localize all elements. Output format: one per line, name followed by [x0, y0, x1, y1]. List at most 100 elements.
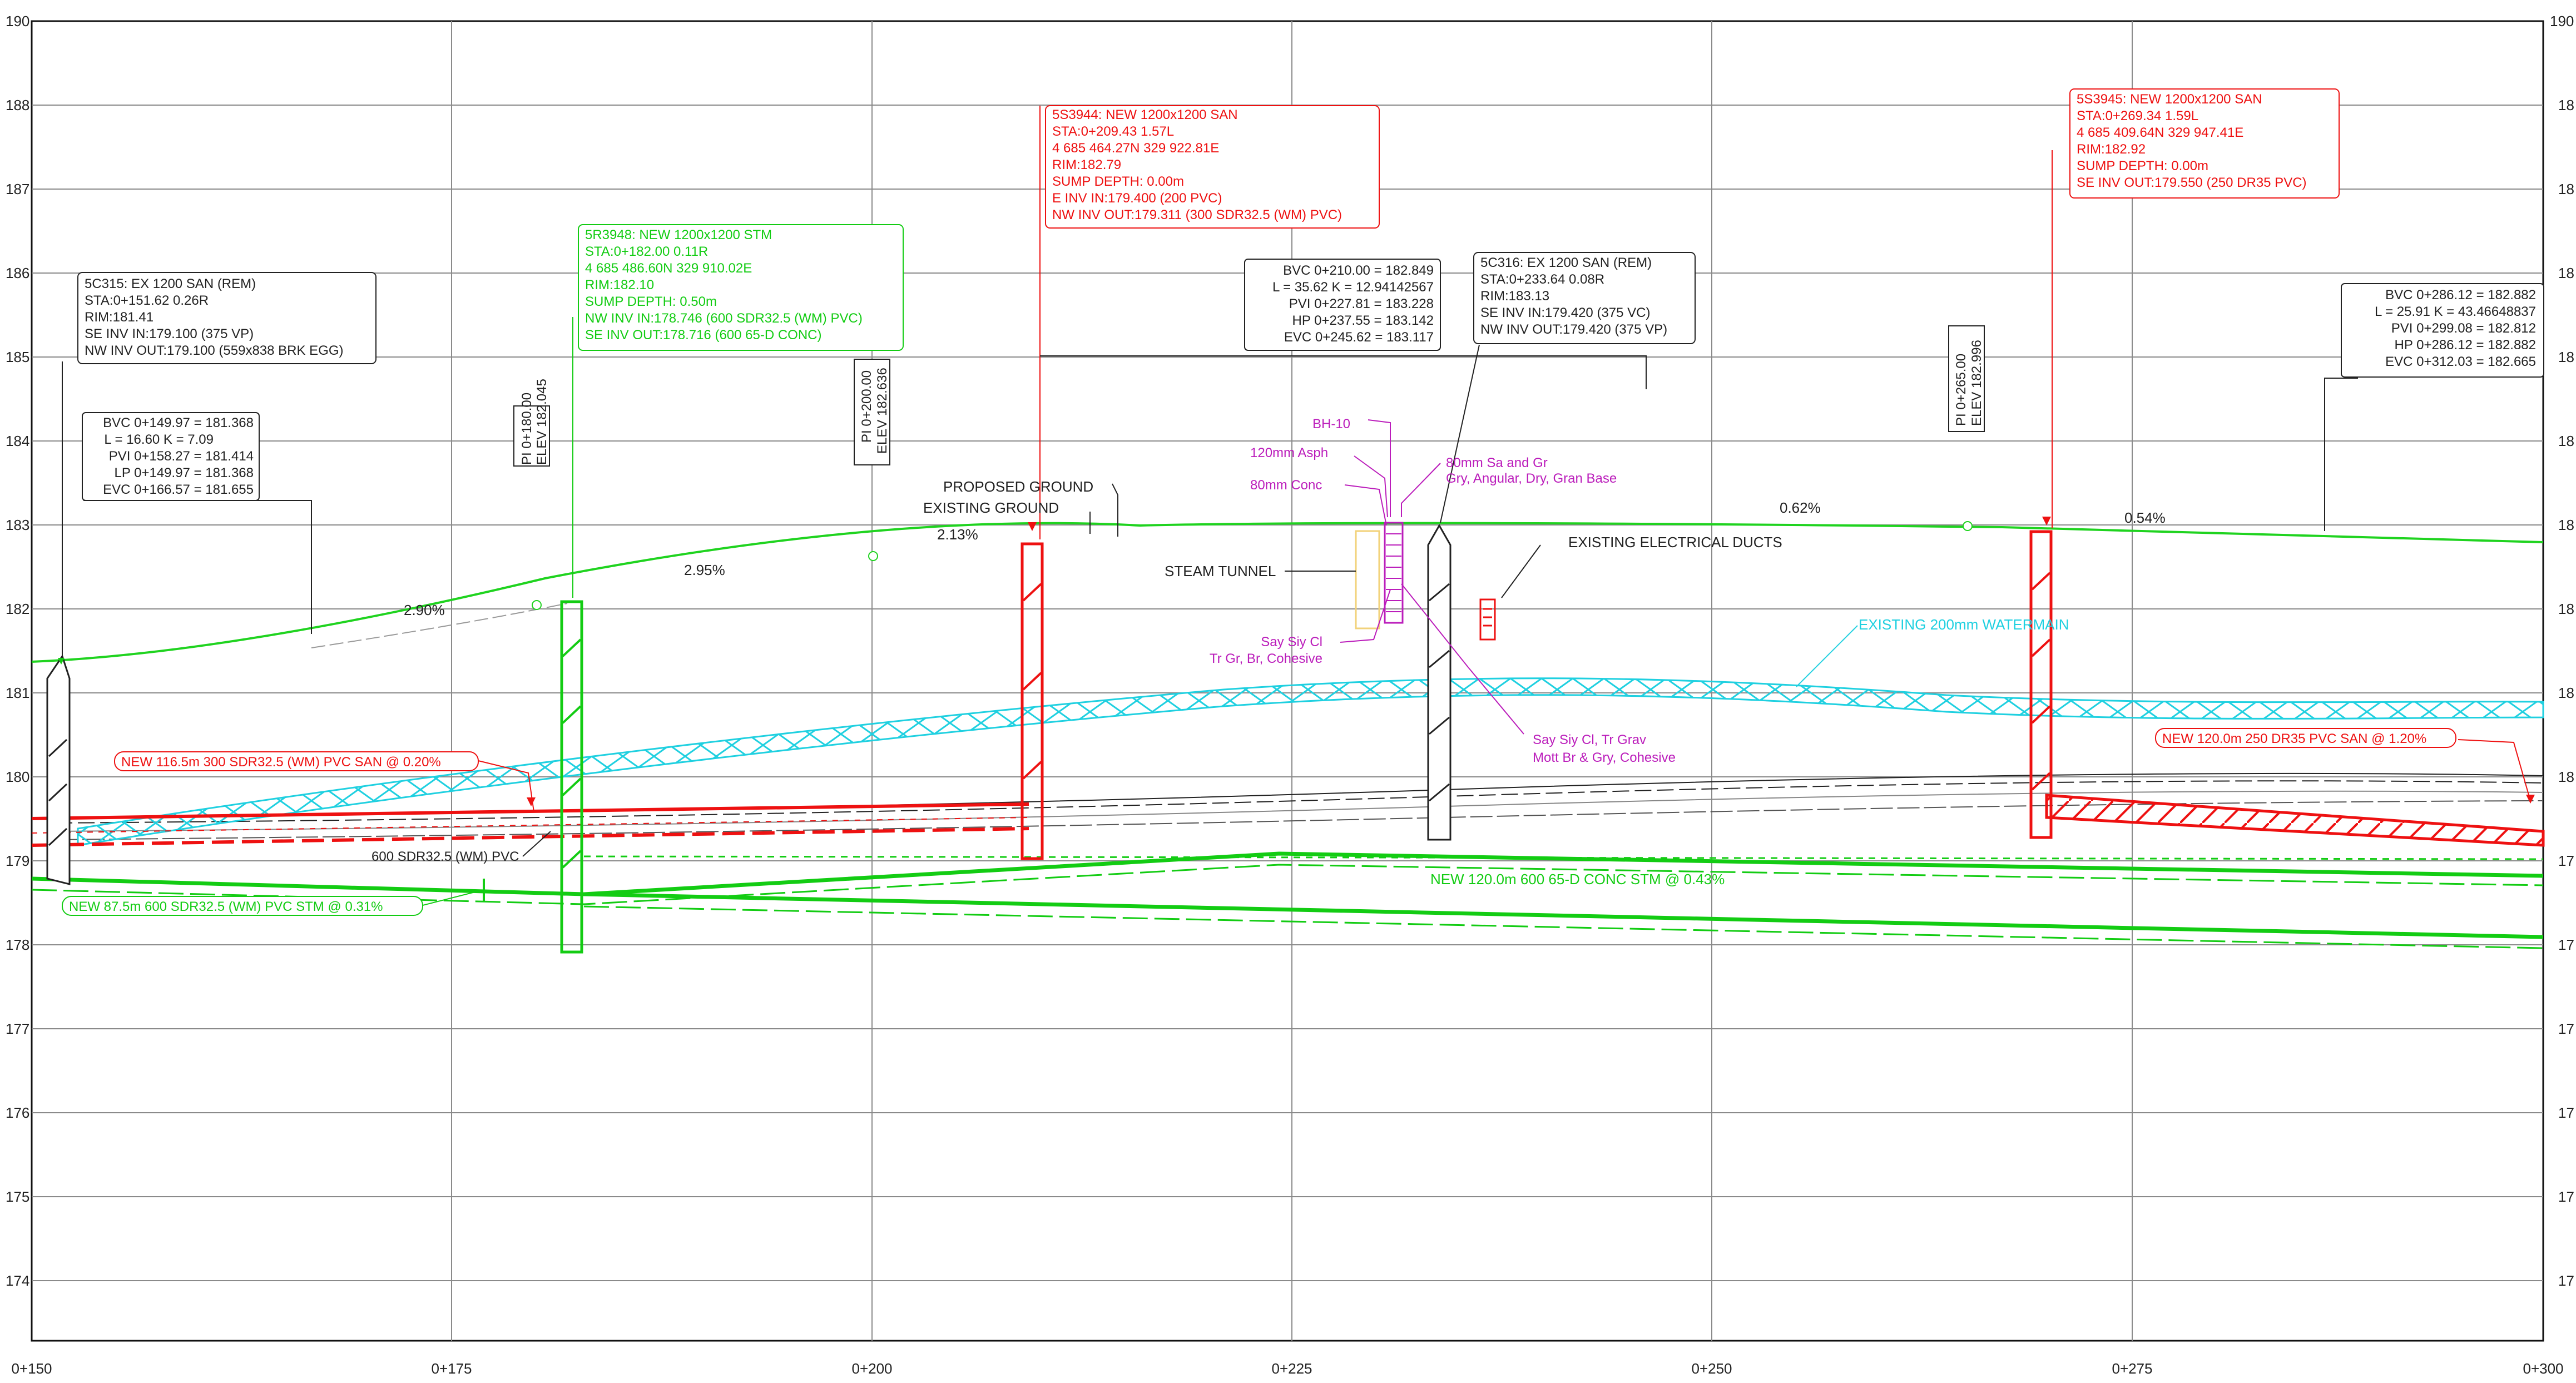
- mh-5c315-structure: [46, 654, 71, 885]
- elev-label: 188: [6, 97, 29, 113]
- callout-line: 4 685 409.64N 329 947.41E: [2077, 125, 2243, 140]
- grade-label: 2.95%: [684, 562, 725, 578]
- markers: [58, 517, 2535, 901]
- elev-label-right: 18: [2558, 181, 2574, 197]
- pipe-label-pvc: 600 SDR32.5 (WM) PVC: [371, 849, 519, 864]
- electrical-ducts-graphic: [1479, 598, 1496, 641]
- elev-label-right: 17: [2558, 1104, 2574, 1121]
- station-axis: 0+150 0+175 0+200 0+225 0+250 0+275 0+30…: [11, 1360, 2563, 1377]
- elev-label-right: 190: [2550, 13, 2574, 29]
- ground-labels: PROPOSED GROUND EXISTING GROUND: [923, 478, 1093, 516]
- elevation-axis-right: 190 18 18 18 18 18 18 18 18 18 17 17 17 …: [2550, 13, 2574, 1289]
- borehole-layer-base: 80mm Sa and Gr: [1446, 455, 1548, 470]
- callout-mh-5r3948: 5R3948: NEW 1200x1200 STM STA:0+182.00 0…: [578, 224, 904, 351]
- pi-label-3: PI 0+265.00 ELEV 182.996: [1948, 325, 1985, 432]
- elev-label: 183: [6, 517, 29, 533]
- elev-label-right: 17: [2558, 852, 2574, 869]
- callout-line: SUMP DEPTH: 0.00m: [2077, 158, 2208, 174]
- callout-line: STA:0+269.34 1.59L: [2077, 108, 2198, 123]
- proposed-ground-label: PROPOSED GROUND: [943, 478, 1093, 495]
- callout-line: STA:0+151.62 0.26R: [85, 293, 209, 308]
- callout-line: NW INV OUT:179.420 (375 VP): [1480, 322, 1667, 337]
- callout-line: SE INV IN:179.100 (375 VP): [85, 326, 254, 341]
- elev-label: 176: [6, 1104, 29, 1121]
- callout-mh-5s3944: 5S3944: NEW 1200x1200 SAN STA:0+209.43 1…: [1045, 105, 1380, 229]
- elev-label: 184: [6, 433, 29, 449]
- elev-label-right: 17: [2558, 1020, 2574, 1037]
- leader-lines: [62, 106, 2531, 906]
- callout-line: NW INV OUT:179.311 (300 SDR32.5 (WM) PVC…: [1052, 207, 1342, 222]
- utility-labels: STEAM TUNNEL EXISTING ELECTRICAL DUCTS E…: [1165, 534, 2069, 633]
- borehole-labels: BH-10 120mm Asph 80mm Conc 80mm Sa and G…: [1210, 417, 1676, 765]
- callout-line: STA:0+182.00 0.11R: [585, 244, 708, 259]
- callout-line: PVI 0+158.27 = 181.414: [109, 449, 254, 464]
- elev-label: 178: [6, 936, 29, 953]
- callout-line: L = 35.62 K = 12.94142567: [1272, 280, 1434, 295]
- callout-line: 5R3948: NEW 1200x1200 STM: [585, 227, 772, 242]
- elev-label-right: 18: [2558, 685, 2574, 701]
- callout-line: STA:0+233.64 0.08R: [1480, 272, 1604, 287]
- elev-label: 177: [6, 1020, 29, 1037]
- callout-line: L = 25.91 K = 43.46648837: [2375, 304, 2536, 319]
- watermain-label: EXISTING 200mm WATERMAIN: [1859, 616, 2069, 633]
- callout-line: 5C315: EX 1200 SAN (REM): [85, 276, 256, 291]
- callout-line: NW INV OUT:179.100 (559x838 BRK EGG): [85, 343, 344, 358]
- station-label: 0+175: [431, 1360, 472, 1377]
- callout-line: EVC 0+312.03 = 182.665: [2385, 354, 2536, 369]
- mh-5s3945-structure: [2029, 530, 2053, 839]
- callout-line: E INV IN:179.400 (200 PVC): [1052, 191, 1222, 206]
- elev-label: 187: [6, 181, 29, 197]
- pipe-label-san-right: NEW 120.0m 250 DR35 PVC SAN @ 1.20%: [2155, 728, 2456, 748]
- callout-line: RIM:182.10: [585, 277, 654, 293]
- grade-label: 2.13%: [937, 526, 978, 543]
- elev-label-right: 18: [2558, 433, 2574, 449]
- callout-mh-5s3945: 5S3945: NEW 1200x1200 SAN STA:0+269.34 1…: [2069, 88, 2340, 199]
- elev-label: 185: [6, 349, 29, 365]
- pi-elev: ELEV 182.636: [875, 368, 890, 454]
- elev-label-right: 18: [2558, 769, 2574, 785]
- callout-line: PVI 0+299.08 = 182.812: [2391, 321, 2536, 336]
- borehole-layer-bottom-desc: Mott Br & Gry, Cohesive: [1533, 750, 1676, 765]
- station-label: 0+225: [1271, 1360, 1312, 1377]
- station-label: 0+150: [11, 1360, 52, 1377]
- elev-label-right: 18: [2558, 265, 2574, 281]
- mh-5s3944-structure: [1021, 542, 1044, 860]
- pipe-label-stm-left: NEW 87.5m 600 SDR32.5 (WM) PVC STM @ 0.3…: [62, 896, 423, 916]
- pi-elev: ELEV 182.045: [534, 379, 549, 465]
- callout-line: RIM:182.79: [1052, 157, 1121, 172]
- callout-line: 4 685 486.60N 329 910.02E: [585, 261, 752, 276]
- pi-label-1: PI 0+180.00 ELEV 182.045: [513, 379, 550, 467]
- elev-label: 182: [6, 601, 29, 617]
- callout-line: RIM:182.92: [2077, 142, 2146, 157]
- manhole-structures: [46, 523, 2053, 954]
- callout-line: BVC 0+286.12 = 182.882: [2385, 287, 2536, 303]
- borehole-layer-asph: 120mm Asph: [1250, 445, 1328, 460]
- callout-line: NW INV IN:178.746 (600 SDR32.5 (WM) PVC): [585, 311, 863, 326]
- pipe-label-stm-mid: NEW 120.0m 600 65-D CONC STM @ 0.43%: [1430, 871, 1725, 888]
- station-label: 0+275: [2112, 1360, 2152, 1377]
- proposed-ground: [31, 521, 2544, 663]
- callout-line: HP 0+286.12 = 182.882: [2395, 338, 2536, 353]
- electrical-ducts-label: EXISTING ELECTRICAL DUCTS: [1568, 534, 1782, 551]
- svg-text:NEW 116.5m 300 SDR32.5 (WM) PV: NEW 116.5m 300 SDR32.5 (WM) PVC SAN @ 0.…: [121, 755, 441, 770]
- pi-elev: ELEV 182.996: [1969, 340, 1984, 426]
- elev-label: 181: [6, 685, 29, 701]
- callout-line: SE INV OUT:178.716 (600 65-D CONC): [585, 328, 822, 343]
- callout-mh-5c316: 5C316: EX 1200 SAN (REM) STA:0+233.64 0.…: [1473, 252, 1696, 344]
- borehole-layer-mid-desc: Tr Gr, Br, Cohesive: [1210, 651, 1322, 666]
- callout-line: BVC 0+149.97 = 181.368: [103, 415, 254, 430]
- callout-line: EVC 0+166.57 = 181.655: [103, 482, 254, 497]
- elev-label: 190: [6, 13, 29, 29]
- callout-line: 5C316: EX 1200 SAN (REM): [1480, 255, 1652, 270]
- elevation-axis-left: 190 188 187 186 185 184 183 182 181 180 …: [6, 13, 29, 1289]
- elev-label: 175: [6, 1188, 29, 1205]
- pi-station: PI 0+180.00: [519, 393, 534, 465]
- callout-line: EVC 0+245.62 = 183.117: [1284, 330, 1434, 345]
- pi-station: PI 0+200.00: [859, 370, 874, 443]
- station-label: 0+250: [1691, 1360, 1732, 1377]
- callout-line: 4 685 464.27N 329 922.81E: [1052, 141, 1219, 156]
- elev-label: 180: [6, 769, 29, 785]
- storm-pipes: [31, 851, 2544, 949]
- grade-label: 0.54%: [2124, 509, 2166, 526]
